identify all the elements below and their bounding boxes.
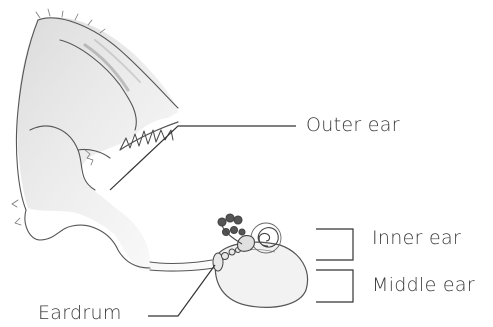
- eardrum-label: Eardrum: [38, 302, 122, 324]
- pinna-drawing: [12, 9, 214, 272]
- inner-ear-label: Inner ear: [372, 227, 461, 249]
- middle-ear-label: Middle ear: [372, 274, 475, 296]
- outer-ear-label: Outer ear: [306, 114, 400, 136]
- eardrum-leader: [148, 265, 215, 316]
- inner-ear-bracket: [316, 229, 353, 260]
- middle-ear-bracket: [316, 270, 353, 302]
- outer-ear-leader: [110, 126, 296, 190]
